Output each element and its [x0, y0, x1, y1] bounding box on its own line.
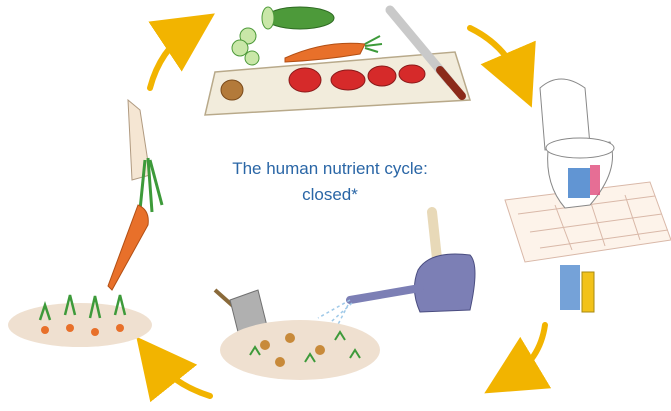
carrot-harvest-icon: [8, 100, 162, 347]
arrow-bottom-left: [155, 360, 210, 396]
cycle-title: The human nutrient cycle: closed*: [200, 156, 460, 208]
cycle-title-line2: closed*: [200, 182, 460, 208]
cutting-board-vegetables-icon: [205, 7, 470, 115]
watering-can-icon: [318, 212, 475, 340]
cycle-title-line1: The human nutrient cycle:: [200, 156, 460, 182]
arrow-top-right: [470, 28, 520, 80]
arrow-top-left: [150, 30, 190, 88]
arrow-bottom-right: [510, 325, 545, 378]
toilet-icon: [505, 79, 671, 312]
trowel-soil-icon: [215, 290, 380, 380]
